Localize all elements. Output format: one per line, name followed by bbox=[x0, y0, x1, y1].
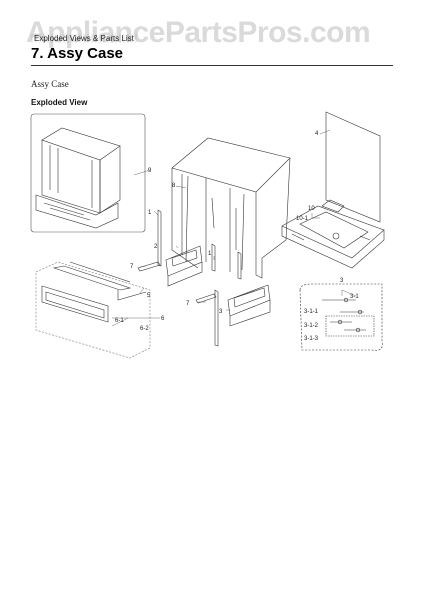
callout-4: 4 bbox=[315, 131, 319, 137]
side-panel-right bbox=[227, 284, 271, 327]
tub-side-bar-1 bbox=[211, 243, 216, 272]
side-panel-left bbox=[165, 245, 203, 287]
callout-7-upper: 7 bbox=[130, 264, 134, 270]
callout-10: 10 bbox=[308, 206, 315, 212]
callout-6: 6 bbox=[161, 316, 165, 322]
tub-body-drawing bbox=[171, 137, 291, 279]
callout-10-1: 10-1 bbox=[296, 216, 309, 222]
callout-7-lower: 7 bbox=[186, 301, 190, 307]
accessory-group-drawing bbox=[299, 283, 383, 351]
front-panel-drawing bbox=[35, 261, 151, 359]
callout-5: 5 bbox=[147, 293, 151, 299]
tub-side-bar-2 bbox=[237, 251, 242, 280]
callout-3-1: 3-1 bbox=[350, 294, 359, 300]
callout-3-left: 3 bbox=[219, 309, 223, 315]
callout-2: 2 bbox=[154, 244, 158, 250]
callout-1-upper: 1 bbox=[148, 210, 152, 216]
leader-lines bbox=[111, 129, 357, 327]
callout-3-1-1: 3-1-1 bbox=[304, 309, 319, 315]
callout-3-right: 3 bbox=[340, 278, 344, 284]
callout-1-lower: 1 bbox=[208, 251, 212, 257]
hinge-part-upper bbox=[137, 261, 161, 272]
page-title: 7. Assy Case bbox=[31, 45, 124, 62]
callout-3-1-2: 3-1-2 bbox=[304, 323, 319, 329]
callout-6-2: 6-2 bbox=[140, 326, 149, 332]
title-divider bbox=[31, 65, 393, 66]
callout-6-1: 6-1 bbox=[115, 318, 124, 324]
assembly-inset-frame bbox=[30, 113, 146, 233]
callout-3-1-3: 3-1-3 bbox=[304, 336, 319, 342]
callout-9: 9 bbox=[148, 168, 152, 174]
subtitle: Assy Case bbox=[31, 79, 69, 89]
breadcrumb: Exploded Views & Parts List bbox=[31, 34, 137, 43]
hinge-part-lower bbox=[195, 293, 217, 304]
side-rail-right bbox=[214, 289, 219, 347]
base-pan-drawing bbox=[281, 199, 385, 269]
section-heading: Exploded View bbox=[31, 98, 88, 107]
assembled-case-drawing bbox=[35, 127, 121, 229]
side-rail-left bbox=[157, 209, 162, 267]
side-wall-panel bbox=[325, 111, 381, 223]
callout-8: 8 bbox=[172, 183, 176, 189]
